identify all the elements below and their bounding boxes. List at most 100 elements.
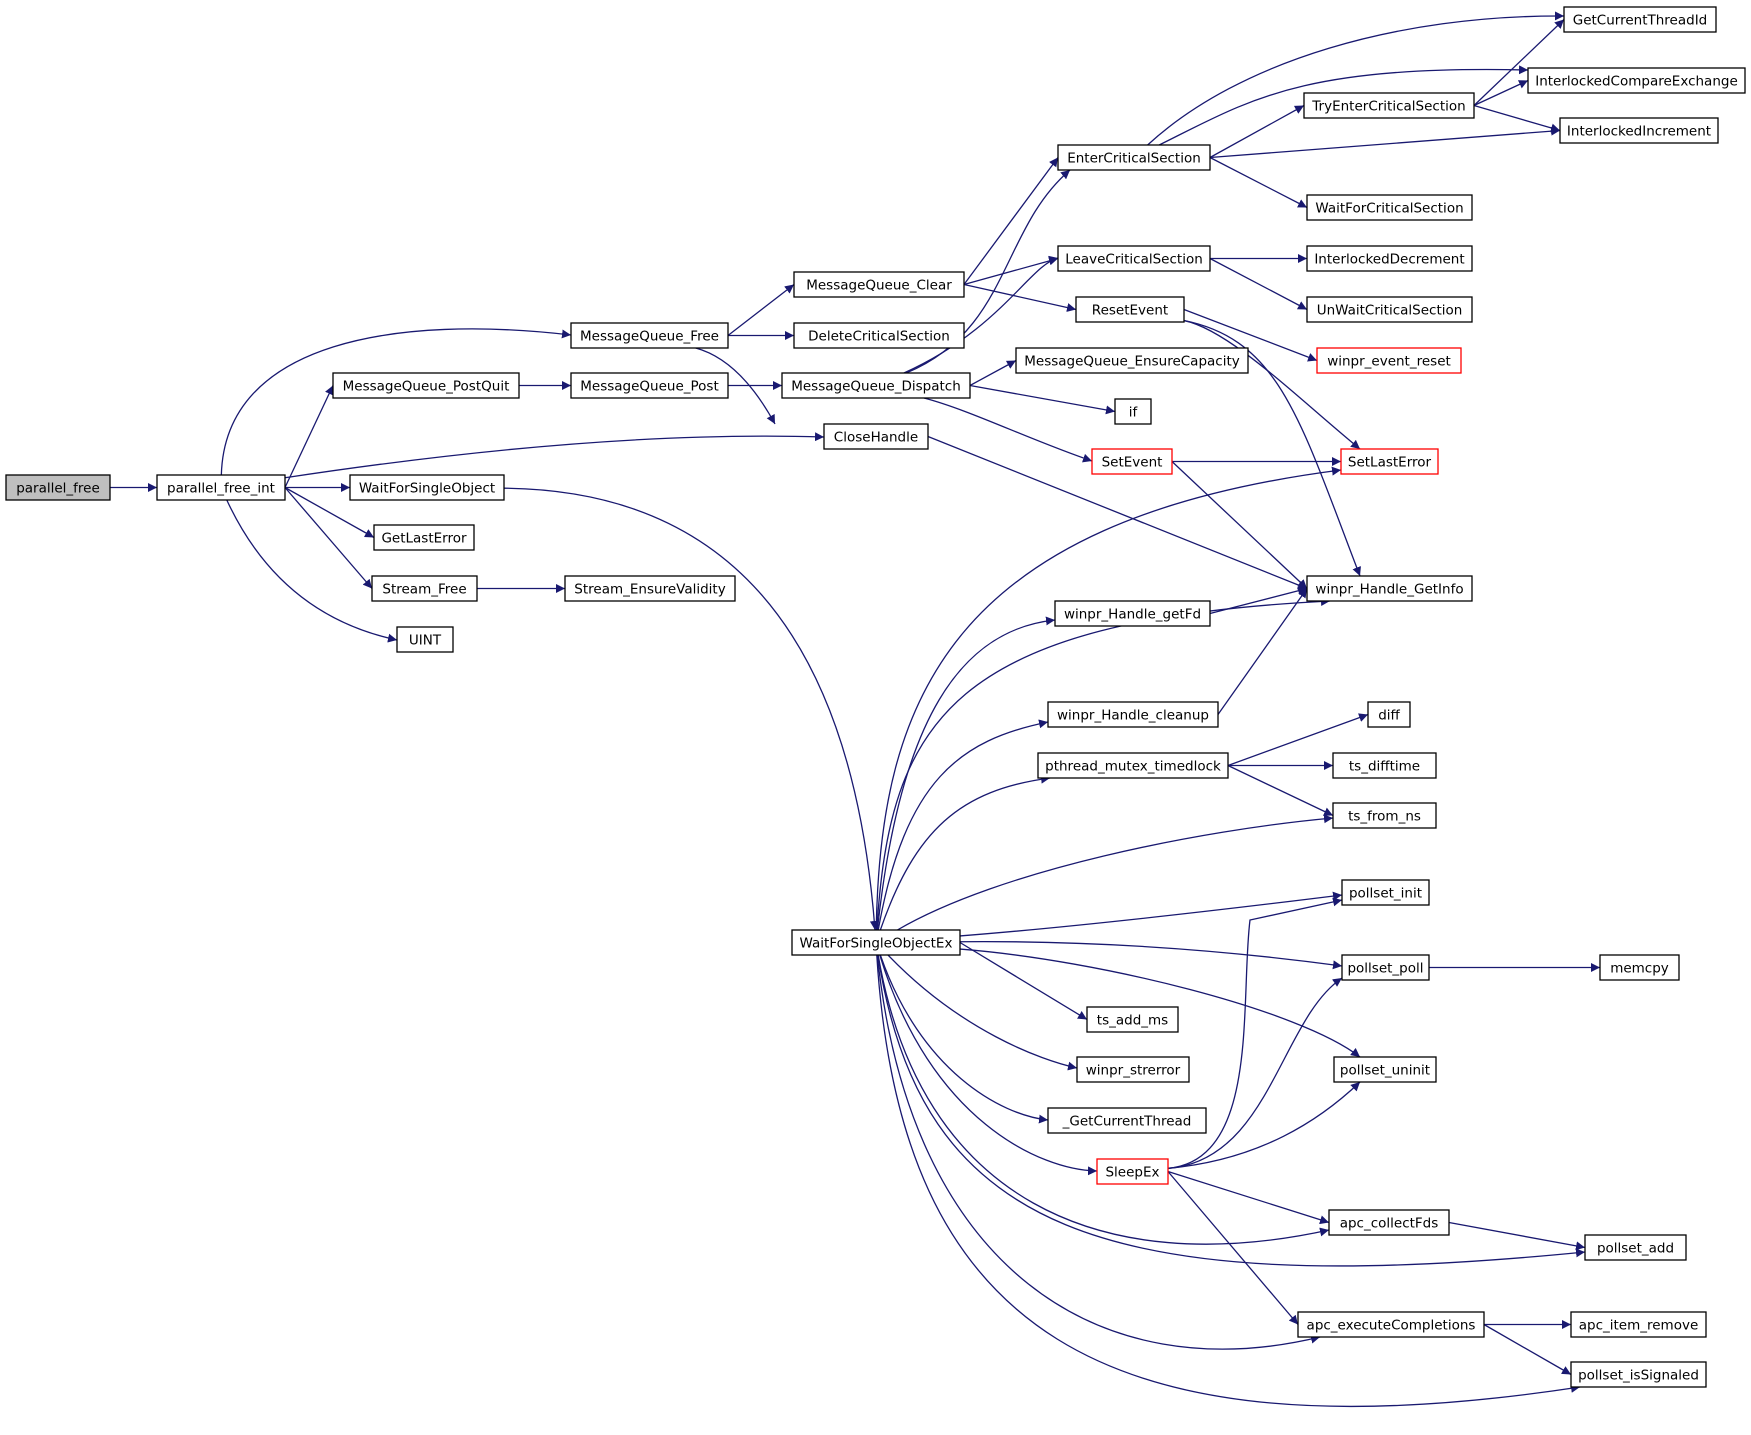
edge-waitforsingleobjectex-to-apc-executecompletions	[876, 954, 1321, 1350]
node-parallel-free[interactable]: parallel_free	[5, 474, 111, 501]
node-parallel-free-int[interactable]: parallel_free_int	[156, 474, 286, 501]
node-sleepex[interactable]: SleepEx	[1096, 1158, 1169, 1185]
node-box	[1303, 92, 1475, 119]
edge-sleepex-to-pollset-poll	[1167, 977, 1343, 1170]
node-getcurrentthreadid[interactable]: GetCurrentThreadId	[1563, 6, 1717, 33]
node-deletecriticalsection[interactable]: DeleteCriticalSection	[793, 322, 965, 349]
node-box	[1297, 1311, 1485, 1338]
node-label: diff	[1378, 708, 1400, 724]
edge-waitforsingleobjectex-to-pollset-add	[877, 954, 1586, 1267]
edge-setevent-to-winpr-handle-getinfo	[1171, 461, 1308, 589]
node-tryentercriticalsection[interactable]: TryEnterCriticalSection	[1303, 92, 1475, 119]
node-waitforcriticalsection[interactable]: WaitForCriticalSection	[1306, 194, 1473, 221]
node-label: MessageQueue_Clear	[806, 278, 952, 294]
node-ts-difftime[interactable]: ts_difftime	[1332, 752, 1437, 779]
node-box	[1047, 1107, 1207, 1134]
node-label: parallel_free_int	[167, 481, 275, 497]
edge-line	[963, 256, 1059, 286]
node-winpr-handle-getinfo[interactable]: winpr_Handle_GetInfo	[1306, 575, 1473, 602]
edge-line	[1227, 713, 1369, 767]
node-messagequeue-free[interactable]: MessageQueue_Free	[570, 322, 729, 349]
node-messagequeue-clear[interactable]: MessageQueue_Clear	[793, 271, 965, 298]
node-ts-add-ms[interactable]: ts_add_ms	[1086, 1006, 1179, 1033]
node-label: _GetCurrentThread	[1062, 1114, 1192, 1130]
node-unwaitcriticalsection[interactable]: UnWaitCriticalSection	[1306, 296, 1473, 323]
node-diff[interactable]: diff	[1367, 701, 1411, 728]
node-apc-executecompletions[interactable]: apc_executeCompletions	[1297, 1311, 1485, 1338]
node-interlockedcompareexchange[interactable]: InterlockedCompareExchange	[1527, 67, 1746, 94]
node-box	[156, 474, 286, 501]
node-apc-item-remove[interactable]: apc_item_remove	[1570, 1311, 1707, 1338]
node-box	[1570, 1311, 1707, 1338]
edge-sleepex-to-apc-collectfds	[1167, 1170, 1330, 1225]
node-messagequeue-dispatch[interactable]: MessageQueue_Dispatch	[781, 372, 971, 399]
node-box	[1086, 1006, 1179, 1033]
node-waitforsingleobjectex[interactable]: WaitForSingleObjectEx	[791, 929, 961, 956]
node-pollset-issignaled[interactable]: pollset_isSignaled	[1570, 1361, 1707, 1388]
node-apc-collectfds[interactable]: apc_collectFds	[1328, 1209, 1450, 1236]
edge-line	[695, 347, 776, 425]
node-messagequeue-ensurecapacity[interactable]: MessageQueue_EnsureCapacity	[1015, 347, 1249, 374]
node-setlasterror[interactable]: SetLastError	[1340, 448, 1439, 475]
node-interlockedincrement[interactable]: InterlockedIncrement	[1559, 117, 1719, 144]
node-messagequeue-postquit[interactable]: MessageQueue_PostQuit	[332, 372, 520, 399]
node-waitforsingleobject[interactable]: WaitForSingleObject	[349, 474, 505, 501]
node-winpr-strerror[interactable]: winpr_strerror	[1076, 1056, 1190, 1083]
node-winpr-handle-getfd[interactable]: winpr_Handle_getFd	[1054, 600, 1211, 627]
node-getlasterror[interactable]: GetLastError	[373, 524, 475, 551]
node-if[interactable]: if	[1114, 398, 1152, 425]
node-label: ts_from_ns	[1348, 809, 1421, 825]
edge-messagequeue-free-to-messagequeue-clear	[727, 283, 795, 337]
node-box	[1316, 347, 1462, 374]
node-leavecriticalsection[interactable]: LeaveCriticalSection	[1057, 245, 1211, 272]
node-label: UINT	[409, 633, 442, 649]
edge-waitforsingleobjectex-to-pthread-mutex-timedlock	[879, 774, 1051, 931]
node-setevent[interactable]: SetEvent	[1091, 448, 1173, 475]
node-label: MessageQueue_EnsureCapacity	[1024, 354, 1240, 370]
node-box	[781, 372, 971, 399]
node-uint[interactable]: UINT	[396, 626, 454, 653]
edge-line	[284, 432, 825, 479]
node-box	[1306, 245, 1473, 272]
edge-entercriticalsection-to-tryentercriticalsection	[1209, 104, 1305, 159]
node-getcurrentthread[interactable]: _GetCurrentThread	[1047, 1107, 1207, 1134]
edge-line	[1167, 977, 1343, 1170]
node-resetevent[interactable]: ResetEvent	[1075, 296, 1185, 323]
node-pthread-mutex-timedlock[interactable]: pthread_mutex_timedlock	[1037, 752, 1229, 779]
edge-line	[877, 954, 1330, 1245]
node-ts-from-ns[interactable]: ts_from_ns	[1332, 802, 1437, 829]
node-pollset-init[interactable]: pollset_init	[1341, 879, 1430, 906]
node-layer: parallel_free parallel_free_int MessageQue…	[5, 6, 1746, 1388]
node-stream-ensurevalidity[interactable]: Stream_EnsureValidity	[564, 575, 736, 602]
edge-waitforsingleobjectex-to-getcurrentthread	[879, 954, 1049, 1124]
edge-line	[226, 499, 398, 643]
edge-line	[1209, 156, 1308, 209]
node-box	[1340, 448, 1439, 475]
edge-winpr-handle-cleanup-to-winpr-handle-getinfo	[1217, 588, 1308, 715]
edge-waitforsingleobjectex-to-pollset-issignaled	[876, 954, 1581, 1408]
node-box	[1341, 954, 1430, 981]
edge-line	[963, 157, 1059, 285]
edge-resetevent-to-winpr-event-reset	[1183, 308, 1318, 362]
edge-line	[877, 719, 1049, 931]
node-pollset-add[interactable]: pollset_add	[1584, 1234, 1687, 1261]
node-pollset-uninit[interactable]: pollset_uninit	[1333, 1056, 1437, 1083]
node-memcpy[interactable]: memcpy	[1599, 954, 1680, 981]
edge-line	[879, 774, 1051, 931]
edge-line	[969, 384, 1116, 415]
node-winpr-handle-cleanup[interactable]: winpr_Handle_cleanup	[1047, 701, 1219, 728]
node-interlockeddecrement[interactable]: InterlockedDecrement	[1306, 245, 1473, 272]
node-messagequeue-post[interactable]: MessageQueue_Post	[570, 372, 729, 399]
edge-line	[959, 940, 1343, 970]
edge-line	[875, 466, 1342, 931]
edge-messagequeue-clear-to-entercriticalsection	[963, 157, 1059, 285]
node-closehandle[interactable]: CloseHandle	[823, 423, 929, 450]
node-stream-free[interactable]: Stream_Free	[371, 575, 478, 602]
node-box	[1527, 67, 1746, 94]
edge-line	[1209, 104, 1305, 159]
node-entercriticalsection[interactable]: EnterCriticalSection	[1057, 144, 1211, 171]
node-winpr-event-reset[interactable]: winpr_event_reset	[1316, 347, 1462, 374]
edge-waitforsingleobject-to-waitforsingleobjectex	[503, 487, 879, 931]
node-label: Stream_EnsureValidity	[574, 582, 725, 598]
node-pollset-poll[interactable]: pollset_poll	[1341, 954, 1430, 981]
